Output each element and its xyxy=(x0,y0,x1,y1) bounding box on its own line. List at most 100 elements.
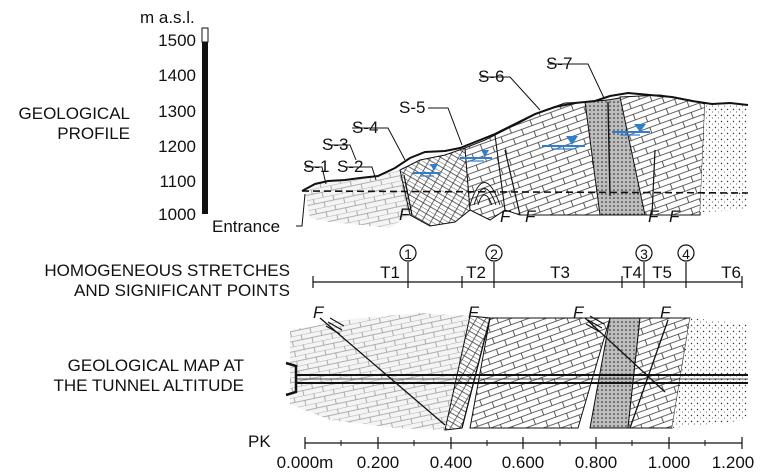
profile-fault-1 xyxy=(403,174,413,216)
stretches-title-line2: AND SIGNIFICANT POINTS xyxy=(74,281,290,300)
map-fault-label-4: F xyxy=(660,303,672,322)
profile-section-title: GEOLOGICAL PROFILE xyxy=(19,104,130,144)
pk-tick-200: 0.200 xyxy=(357,453,400,472)
water-table-4 xyxy=(612,124,650,136)
elevation-scale-top-cap xyxy=(201,27,209,43)
significant-point-3: 3 xyxy=(635,244,653,262)
map-fault-ticks xyxy=(325,315,605,335)
profile-title-line1: GEOLOGICAL xyxy=(18,104,130,123)
profile-fault-labels: F F F F F xyxy=(399,205,681,226)
pk-minor-ticks xyxy=(340,440,706,446)
borehole-label-s3: S-3 xyxy=(322,135,348,154)
significant-point-label-2: 2 xyxy=(490,246,498,262)
borehole-leader-s3 xyxy=(328,144,357,161)
map-fault-2 xyxy=(461,317,491,429)
profile-fault-label-2: F xyxy=(500,207,512,226)
water-table-3 xyxy=(542,136,585,150)
stretches-section-title: HOMOGENEOUS STRETCHES AND SIGNIFICANT PO… xyxy=(44,261,290,301)
elevation-tick-1200: 1200 xyxy=(158,137,196,156)
stretch-label-t3: T3 xyxy=(550,263,570,282)
borehole-label-s5: S-5 xyxy=(399,98,425,117)
pk-axis: PK 0.000m 0.200 0.400 0. xyxy=(248,432,754,472)
stretches-title-line1: HOMOGENEOUS STRETCHES xyxy=(44,261,290,280)
borehole-leader-s2 xyxy=(345,166,377,181)
borehole-label-s2: S-2 xyxy=(337,157,363,176)
elevation-tick-1000: 1000 xyxy=(158,205,196,224)
elevation-tick-1500: 1500 xyxy=(158,31,196,50)
elevation-scale-bar xyxy=(202,28,208,214)
significant-point-2: 2 xyxy=(485,244,503,262)
profile-fold-arcs xyxy=(469,182,501,206)
profile-fault-3 xyxy=(607,101,611,197)
borehole-leaders xyxy=(305,63,605,185)
borehole-labels: S-1 S-2 S-3 S-4 S-5 S-6 S-7 xyxy=(303,54,572,176)
borehole-leader-s1 xyxy=(305,166,327,185)
map-fault-3 xyxy=(584,317,666,393)
significant-point-label-3: 3 xyxy=(640,246,648,262)
water-table-1 xyxy=(413,164,440,177)
ground-surface-line xyxy=(301,91,749,192)
borehole-label-s7: S-7 xyxy=(546,54,572,73)
significant-point-label-4: 4 xyxy=(682,246,690,262)
pk-tick-0: 0.000m xyxy=(277,453,334,472)
profile-fault-2 xyxy=(504,149,521,216)
map-title-line2: THE TUNNEL ALTITUDE xyxy=(53,376,245,395)
profile-unit-grey-brick xyxy=(305,170,410,228)
map-fault-1 xyxy=(319,317,446,426)
stretch-label-t4: T4 xyxy=(622,263,642,282)
map-unit-brick-main xyxy=(469,317,611,429)
significant-point-4: 4 xyxy=(677,244,695,262)
map-title-line1: GEOLOGICAL MAP AT xyxy=(67,356,244,375)
tunnel-portal-bracket xyxy=(285,361,298,397)
stretch-label-t5: T5 xyxy=(652,263,672,282)
map-unit-dotted xyxy=(672,318,748,428)
pk-tick-1000: 1.000 xyxy=(648,453,691,472)
profile-fault-label-3: F xyxy=(525,207,537,226)
stretches-bar: T1 T2 T3 T4 T5 T6 1 2 3 4 xyxy=(312,244,743,288)
significant-point-label-1: 1 xyxy=(404,246,412,262)
pk-tick-400: 0.400 xyxy=(430,453,473,472)
stretch-label-t1: T1 xyxy=(380,263,400,282)
elevation-tick-1300: 1300 xyxy=(158,102,196,121)
profile-fault-label-5: F xyxy=(669,207,681,226)
pk-major-ticks xyxy=(304,437,743,449)
borehole-label-s1: S-1 xyxy=(303,157,329,176)
geological-profile: S-1 S-2 S-3 S-4 S-5 S-6 S-7 F F F F F En… xyxy=(212,54,749,236)
elevation-unit-label: m a.s.l. xyxy=(140,8,195,27)
map-section-title: GEOLOGICAL MAP AT THE TUNNEL ALTITUDE xyxy=(54,356,245,396)
water-table-markers xyxy=(413,124,650,177)
borehole-label-s6: S-6 xyxy=(478,67,504,86)
map-fault-label-1: F xyxy=(313,303,325,322)
borehole-label-s4: S-4 xyxy=(352,118,378,137)
map-fault-label-2: F xyxy=(468,303,480,322)
stretch-label-t2: T2 xyxy=(466,263,486,282)
map-unit-grey-brick xyxy=(290,313,470,430)
pk-tick-1200: 1.200 xyxy=(712,453,755,472)
profile-fault-label-1: F xyxy=(399,205,411,224)
stretch-label-t6: T6 xyxy=(721,263,741,282)
borehole-leader-s6 xyxy=(480,76,541,111)
borehole-leader-s4 xyxy=(352,127,406,161)
borehole-leader-s7 xyxy=(548,63,605,99)
elevation-tick-1100: 1100 xyxy=(159,172,196,191)
map-fault-label-3: F xyxy=(573,303,585,322)
entrance-leader xyxy=(296,193,306,227)
geological-map: F F F F xyxy=(285,303,748,431)
borehole-leader-s5 xyxy=(428,107,463,146)
pk-axis-label: PK xyxy=(248,432,271,451)
profile-unit-grid xyxy=(399,147,471,227)
profile-fault-label-4: F xyxy=(648,207,660,226)
elevation-axis: 1000 1100 1200 1300 1400 1500 xyxy=(158,27,209,224)
elevation-tick-1400: 1400 xyxy=(158,66,196,85)
water-table-2 xyxy=(460,150,492,162)
pk-tick-600: 0.600 xyxy=(502,453,545,472)
pk-tick-800: 0.800 xyxy=(575,453,618,472)
profile-title-line2: PROFILE xyxy=(57,124,130,143)
profile-fault-4 xyxy=(651,149,656,216)
entrance-label: Entrance xyxy=(212,217,280,236)
significant-point-1: 1 xyxy=(399,244,417,262)
tunnel-level-line xyxy=(301,190,749,194)
profile-unit-dotted xyxy=(700,102,748,212)
